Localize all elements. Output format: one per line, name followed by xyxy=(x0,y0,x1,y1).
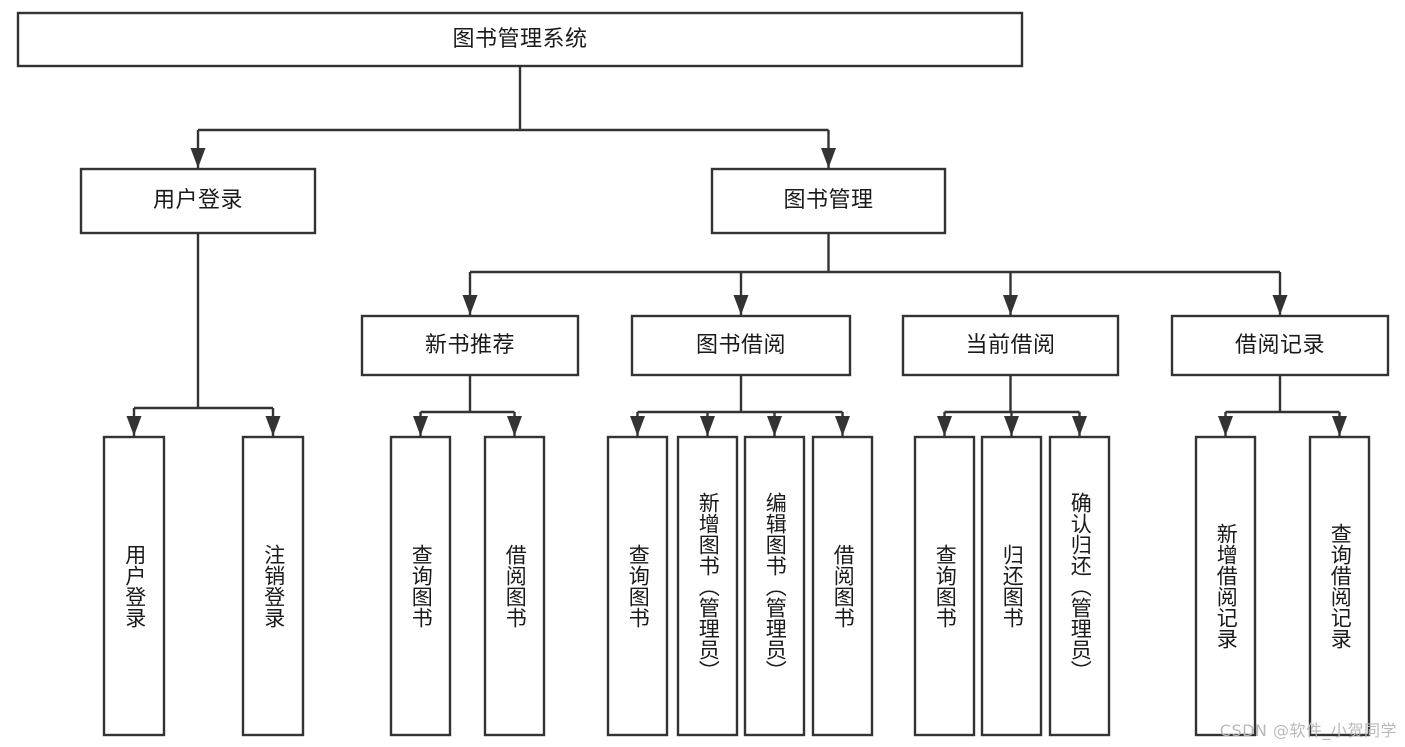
node-box-leaf-cur-query[interactable] xyxy=(913,435,976,737)
arrow-head-icon xyxy=(821,148,836,168)
arrow-head-icon xyxy=(413,416,428,436)
node-box-leaf-rec-add[interactable] xyxy=(1194,435,1257,737)
node-box-leaf-user-login[interactable] xyxy=(102,435,166,737)
arrow-head-icon xyxy=(1004,416,1019,436)
node-box-leaf-bw-query[interactable] xyxy=(606,435,669,737)
arrow-head-icon xyxy=(265,416,281,436)
arrow-head-icon xyxy=(507,416,522,436)
arrow-head-icon xyxy=(462,295,478,315)
boxes-layer xyxy=(16,11,1390,737)
arrow-head-icon xyxy=(700,416,715,436)
edges-layer xyxy=(126,66,1347,436)
node-box-leaf-bw-add[interactable] xyxy=(676,435,739,737)
node-box-leaf-bw-borrow[interactable] xyxy=(811,435,874,737)
arrow-head-icon xyxy=(835,416,850,436)
arrow-head-icon xyxy=(630,416,645,436)
node-box-l3-record[interactable] xyxy=(1170,314,1390,377)
node-box-leaf-bw-edit[interactable] xyxy=(743,435,806,737)
node-box-leaf-cur-return[interactable] xyxy=(980,435,1043,737)
arrow-head-icon xyxy=(1332,416,1347,436)
node-box-l3-borrow[interactable] xyxy=(630,314,852,377)
arrow-head-icon xyxy=(1003,295,1018,315)
arrow-head-icon xyxy=(733,295,749,315)
arrow-head-icon xyxy=(1218,416,1233,436)
node-box-root[interactable] xyxy=(16,11,1024,68)
arrow-head-icon xyxy=(1272,295,1288,315)
node-box-leaf-nb-query[interactable] xyxy=(389,435,452,737)
node-box-leaf-cur-confirm[interactable] xyxy=(1048,435,1111,737)
arrow-head-icon xyxy=(767,416,782,436)
arrow-head-icon xyxy=(190,148,206,168)
node-box-leaf-nb-borrow[interactable] xyxy=(483,435,546,737)
arrow-head-icon xyxy=(937,416,952,436)
node-box-l2-user-login[interactable] xyxy=(79,167,317,235)
arrow-head-icon xyxy=(1072,416,1087,436)
node-box-l2-book-manage[interactable] xyxy=(710,167,947,235)
node-box-l3-current[interactable] xyxy=(901,314,1120,377)
node-box-l3-new-book[interactable] xyxy=(360,314,580,377)
arrow-head-icon xyxy=(126,416,142,436)
node-box-leaf-rec-query[interactable] xyxy=(1308,435,1371,737)
node-box-leaf-user-logout[interactable] xyxy=(241,435,305,737)
